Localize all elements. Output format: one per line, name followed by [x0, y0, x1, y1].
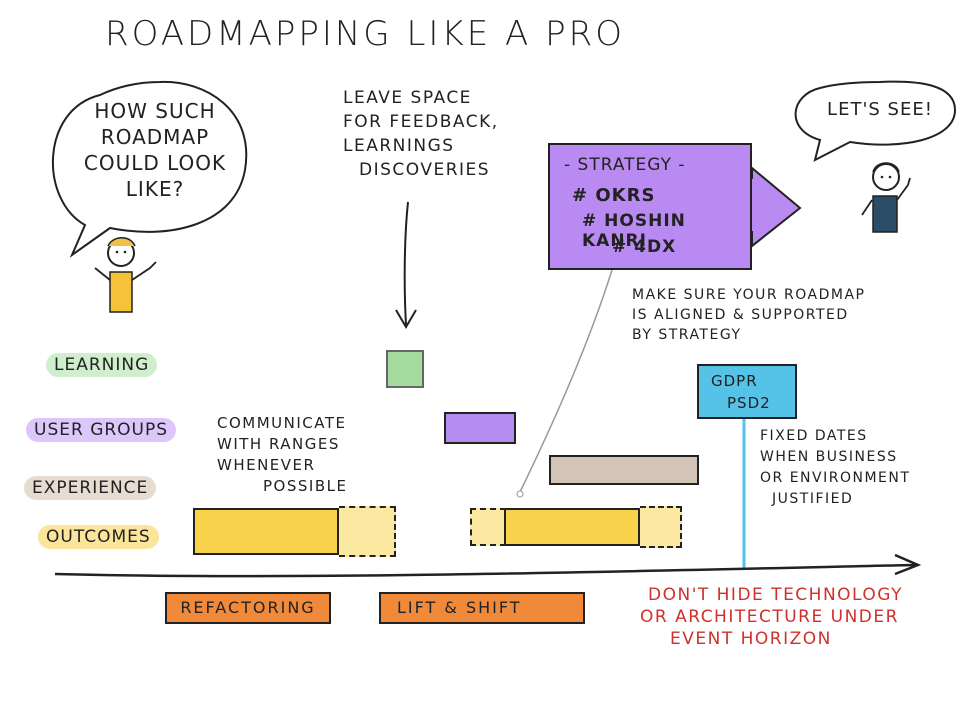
event-horizon-line: OR ARCHITECTURE UNDER [640, 607, 899, 627]
strategy-note: MAKE SURE YOUR ROADMAP IS ALIGNED & SUPP… [632, 285, 932, 345]
right-speech-bubble [794, 80, 957, 162]
strategy-box: - STRATEGY - # OKRs # HOSHIN KANRI # 4DX [548, 143, 752, 270]
right-person-figure [861, 162, 911, 233]
strategy-note-line: BY STRATEGY [632, 327, 742, 343]
fixed-dates-line: FIXED DATES [760, 428, 868, 444]
fixed-dates-line: WHEN BUSINESS [760, 449, 898, 465]
ranges-note-line: POSSIBLE [263, 477, 348, 495]
right-bubble-text: LET'S SEE! [827, 99, 933, 120]
left-bubble-line: COULD LOOK [83, 151, 227, 175]
tech-item-refactoring: REFACTORING [165, 592, 331, 624]
user-groups-box [444, 412, 516, 444]
strategy-note-line: MAKE SURE YOUR ROADMAP [632, 287, 866, 303]
lane-label-user-groups: USER GROUPS [26, 418, 177, 442]
gdpr-box: GDPR PSD2 [697, 364, 797, 419]
strategy-line-okrs: # OKRs [572, 185, 656, 206]
timeline-arrow [54, 553, 922, 578]
learning-box [386, 350, 424, 388]
event-horizon-line: EVENT HORIZON [670, 629, 832, 649]
outcome-range-2-right [640, 506, 682, 548]
ranges-note-line: COMMUNICATE [217, 414, 347, 432]
strategy-connector [519, 269, 613, 493]
feedback-note-line: FOR FEEDBACK, [343, 112, 499, 132]
experience-box [549, 455, 699, 485]
fixed-dates-note: FIXED DATES WHEN BUSINESS OR ENVIRONMENT… [760, 426, 955, 510]
ranges-note-line: WITH RANGES [217, 435, 340, 453]
event-horizon-line: DON'T HIDE TECHNOLOGY [648, 585, 904, 605]
feedback-note-line: LEARNINGS [343, 136, 455, 156]
strategy-header: - STRATEGY - [564, 155, 686, 175]
strategy-line-4dx: # 4DX [612, 237, 677, 257]
lane-label-outcomes: OUTCOMES [38, 525, 159, 549]
left-person-figure [94, 237, 157, 313]
left-bubble-line: LIKE? [125, 177, 185, 201]
outcome-range-1 [339, 506, 396, 557]
strategy-line-hoshin: # HOSHIN KANRI [582, 211, 686, 251]
feedback-note-line: LEAVE SPACE [343, 88, 472, 108]
fixed-dates-line: OR ENVIRONMENT [760, 470, 911, 486]
strategy-note-line: IS ALIGNED & SUPPORTED [632, 307, 849, 323]
left-bubble-line: HOW SUCH [94, 99, 216, 123]
event-horizon-note: DON'T HIDE TECHNOLOGY OR ARCHITECTURE UN… [640, 584, 940, 650]
ranges-note-line: WHENEVER [217, 456, 316, 474]
lane-label-experience: EXPERIENCE [24, 476, 157, 500]
lane-label-learning: LEARNING [46, 353, 158, 377]
feedback-note: LEAVE SPACE FOR FEEDBACK, LEARNINGS DISC… [343, 86, 513, 182]
fixed-dates-line: JUSTIFIED [772, 491, 854, 507]
gdpr-label: GDPR [711, 372, 758, 390]
psd2-label: PSD2 [727, 394, 771, 412]
ranges-note: COMMUNICATE WITH RANGES WHENEVER POSSIBL… [217, 413, 387, 497]
page-title: ROADMAPPING LIKE A PRO [105, 14, 625, 54]
strategy-arrow [745, 165, 802, 249]
left-bubble-line: ROADMAP [100, 125, 210, 149]
outcome-box-2 [504, 508, 640, 546]
tech-item-lift-shift: LIFT & SHIFT [379, 592, 585, 624]
left-bubble-text: HOW SUCH ROADMAP COULD LOOK LIKE? [70, 98, 240, 202]
feedback-arrow [395, 201, 417, 329]
outcome-range-2-left [470, 508, 506, 546]
outcome-box-1 [193, 508, 339, 555]
left-speech-bubble [51, 80, 248, 258]
feedback-note-line: DISCOVERIES [359, 160, 491, 180]
